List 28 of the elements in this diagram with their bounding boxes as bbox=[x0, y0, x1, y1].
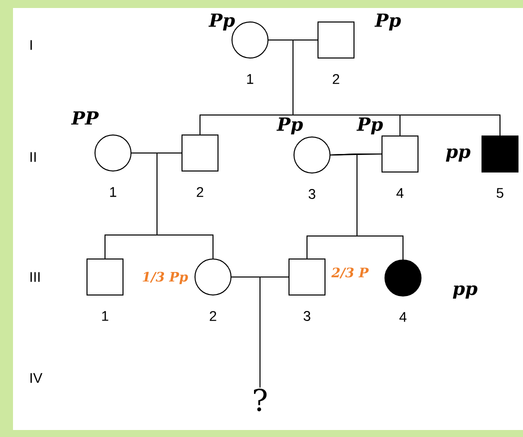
individual-number: 2 bbox=[196, 187, 204, 197]
genotype-note: 2/3 P bbox=[331, 268, 369, 278]
genotype-note: Pp bbox=[374, 14, 401, 30]
genotype-note: Pp bbox=[356, 118, 383, 134]
descent-line bbox=[356, 154, 404, 260]
individual-number: 1 bbox=[247, 74, 254, 84]
generation-numeral: III bbox=[30, 272, 40, 282]
descent-line bbox=[156, 152, 214, 259]
individual-number: 4 bbox=[399, 312, 406, 322]
generation-numeral: I bbox=[30, 40, 32, 50]
genotype-note: pp bbox=[452, 285, 478, 299]
individual-number: 1 bbox=[110, 187, 116, 197]
individual-number: 3 bbox=[308, 189, 316, 199]
individual-number: 2 bbox=[332, 74, 340, 84]
individual-number: 1 bbox=[102, 311, 108, 321]
individual-number: 2 bbox=[210, 311, 216, 321]
individual-number: 3 bbox=[304, 311, 310, 321]
genotype-note: PP bbox=[71, 111, 99, 125]
descent-line bbox=[260, 276, 289, 388]
question-mark: ? bbox=[254, 388, 267, 412]
generation-numeral: IV bbox=[30, 373, 42, 383]
genotype-note: 1/3 Pp bbox=[142, 272, 188, 284]
genotype-note: pp bbox=[446, 148, 470, 162]
individual-number: 5 bbox=[496, 188, 504, 198]
genotype-note: Pp bbox=[208, 14, 235, 30]
genotype-note: Pp bbox=[276, 118, 303, 134]
generation-numeral: II bbox=[30, 152, 36, 162]
individual-number: 4 bbox=[396, 188, 404, 198]
